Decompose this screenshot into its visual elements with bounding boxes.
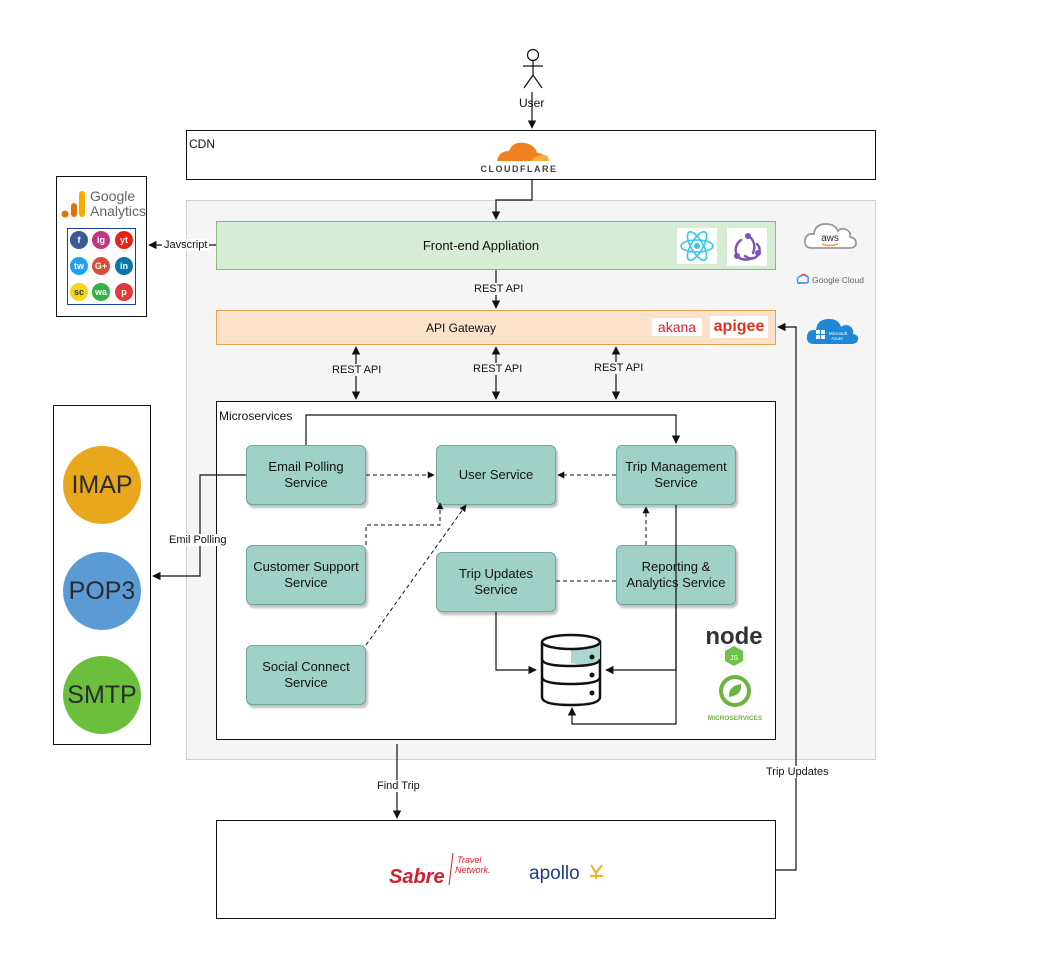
sabre-logo: Sabre Travel Network. [387,851,502,891]
facebook-icon: f [70,231,88,249]
social-icons-grid: f ig yt tw G+ in sc wa p [67,228,136,305]
sabre-text: Sabre [389,866,445,888]
sabre-tagline-1: Travel [457,855,482,865]
aws-cloud-icon: aws [802,216,858,254]
google-cloud-text: Google Cloud [812,275,864,285]
api-gateway-label: API Gateway [425,320,497,335]
find-trip-edge-label: Find Trip [375,780,422,792]
analytics-brand-line2: Analytics [90,203,147,219]
apigee-logo: apigee [710,316,768,338]
google-plus-icon: G+ [92,257,110,275]
mail-protocols-box: IMAP POP3 SMTP [53,405,151,745]
instagram-icon: ig [92,231,110,249]
rest-api-label-2: REST API [471,363,525,375]
sabre-tagline-2: Network. [455,865,491,875]
linkedin-icon: in [115,257,133,275]
user-label: User [519,96,545,110]
user-icon [523,48,543,89]
frontend-label: Front-end Appliation [422,238,540,253]
analytics-box: Google Analytics f ig yt tw G+ in sc wa … [56,176,147,317]
trip-updates-service: Trip Updates Service [436,552,556,612]
twitter-icon: tw [70,257,88,275]
react-icon [677,228,717,264]
redux-icon [727,228,767,266]
spring-microservices-logo: MICROSERVICES [700,672,770,724]
user-service: User Service [436,445,556,505]
spring-text: MICROSERVICES [708,715,763,722]
rest-api-label-3: REST API [592,362,646,374]
cloudflare-wordmark: CLOUDFLARE [481,164,558,174]
svg-text:Azure: Azure [831,336,843,341]
social-connect-service: Social Connect Service [246,645,366,705]
whatsapp-icon: wa [92,283,110,301]
pinterest-icon: p [115,283,133,301]
cdn-box: CDN CLOUDFLARE [186,130,876,180]
apollo-logo: apollo [527,859,607,887]
akana-text: akana [657,319,697,335]
smtp-circle: SMTP [63,656,141,734]
node-js-text: JS [730,655,739,662]
reporting-analytics-service: Reporting & Analytics Service [616,545,736,605]
google-cloud-logo: Google Cloud [795,272,869,288]
nodejs-logo: node JS [698,620,770,666]
azure-text: Microsoft [829,331,848,336]
cdn-label: CDN [189,137,215,151]
analytics-brand-line1: Google [90,188,136,204]
apigee-text: apigee [713,318,765,335]
rest-api-top-label: REST API [472,283,526,295]
apollo-text: apollo [529,863,580,884]
rest-api-label-1: REST API [330,364,384,376]
external-systems-box: Sabre Travel Network. apollo [216,820,776,919]
akana-logo: akana [652,318,702,336]
aws-text: aws [821,233,839,244]
customer-support-service: Customer Support Service [246,545,366,605]
email-polling-edge-label: Emil Polling [167,534,229,546]
email-polling-service: Email Polling Service [246,445,366,505]
google-analytics-icon [60,189,88,219]
database-icon [538,633,604,707]
imap-circle: IMAP [63,446,141,524]
snapchat-icon: sc [70,283,88,301]
pop3-circle: POP3 [63,552,141,630]
youtube-icon: yt [115,231,133,249]
user-actor [518,48,548,96]
trip-management-service: Trip Management Service [616,445,736,505]
trip-updates-edge-label: Trip Updates [764,766,831,778]
azure-cloud-icon: Microsoft Azure [804,312,860,348]
cloudflare-logo: CLOUDFLARE [469,137,569,177]
node-text: node [705,623,762,650]
microservices-label: Microservices [219,409,293,423]
javascript-edge-label: Javscript [162,239,210,251]
